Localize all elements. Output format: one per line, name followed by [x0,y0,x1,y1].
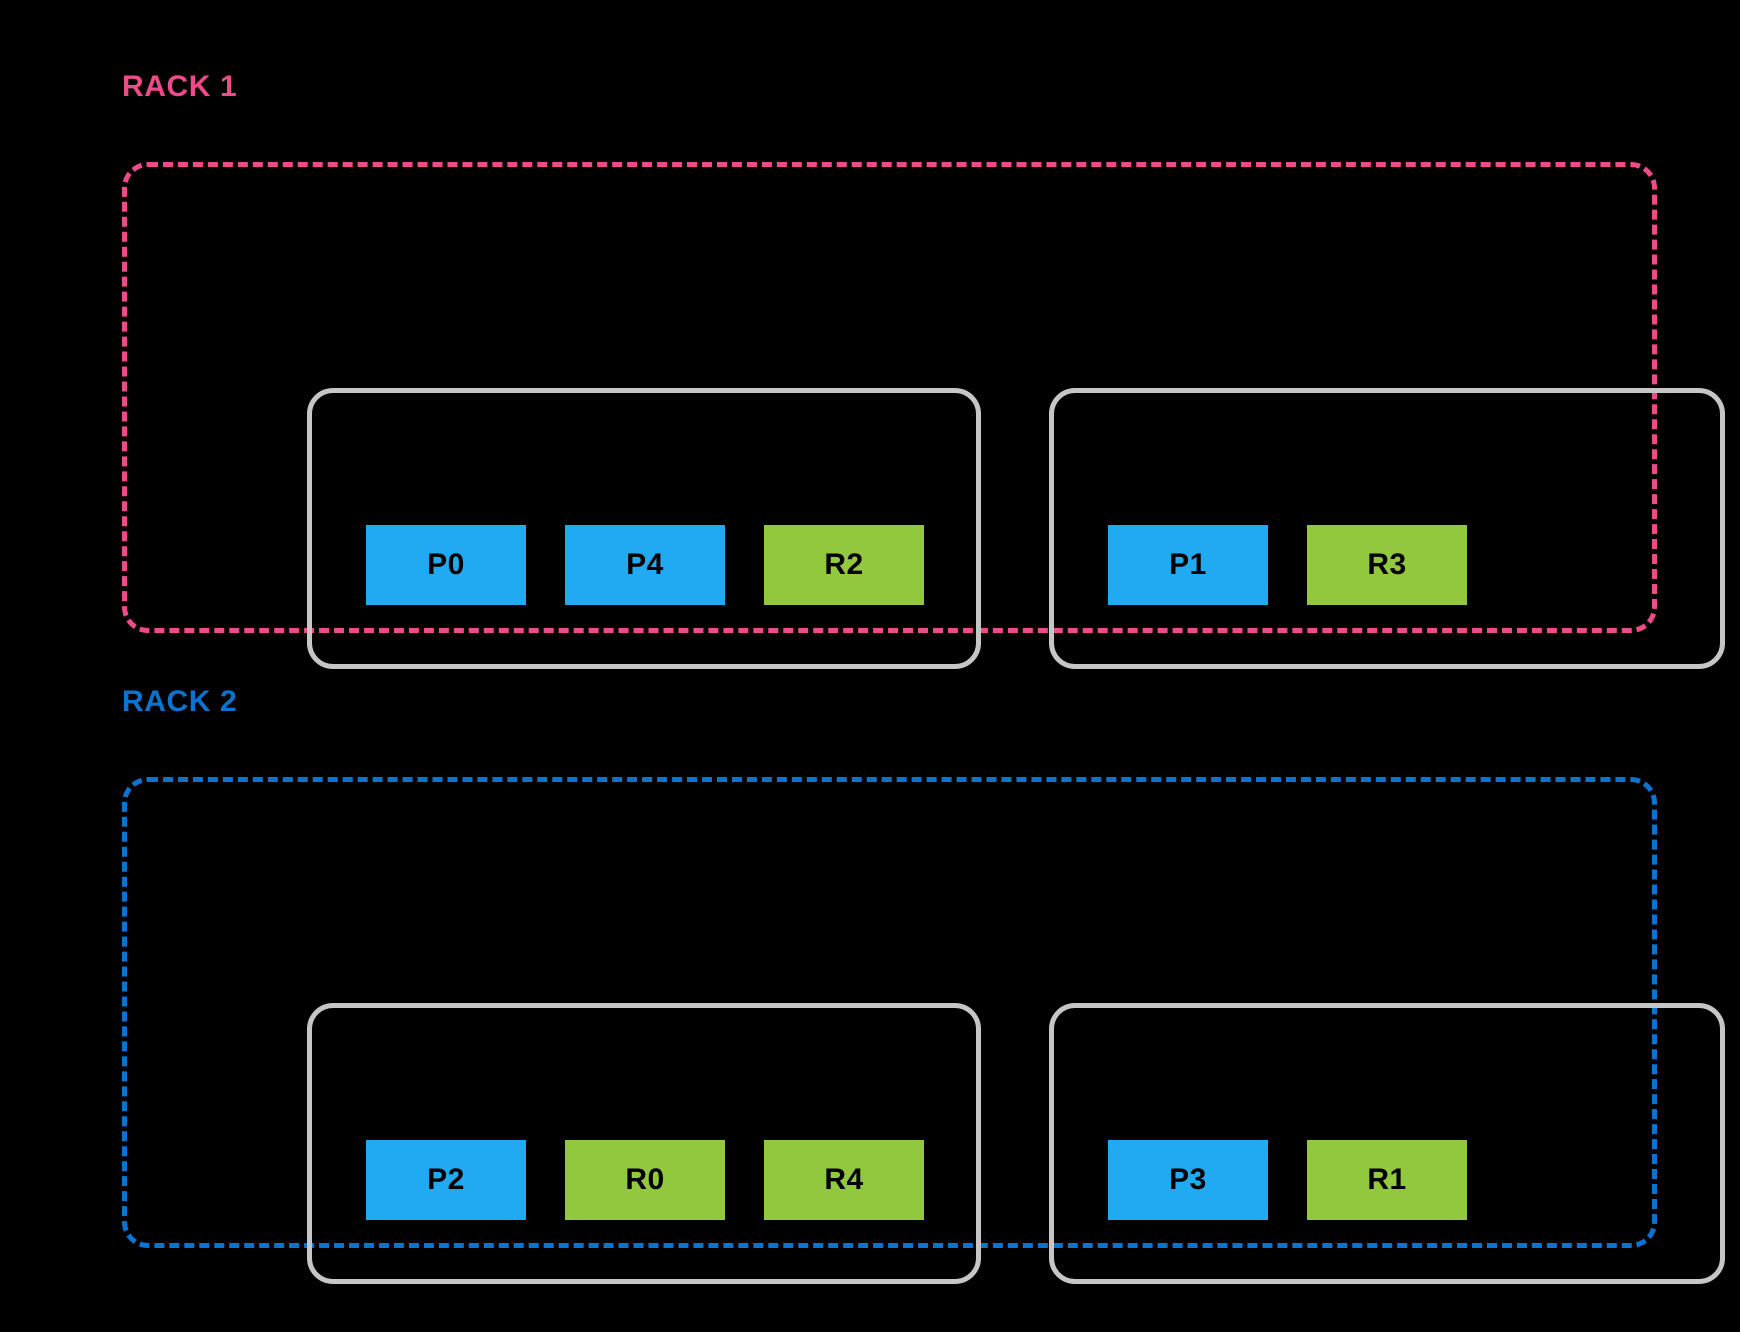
node-3-container: P2 R0 R4 [307,1003,981,1284]
node-4-container: P3 R1 [1049,1003,1725,1284]
chip-p2[interactable]: P2 [366,1140,526,1220]
chip-r4[interactable]: R4 [764,1140,924,1220]
rack-1-boundary: P0 P4 R2 P1 R3 [122,162,1725,669]
chip-r3[interactable]: R3 [1307,525,1467,605]
node-1-chip-row: P0 P4 R2 [312,525,976,605]
node-2-container: P1 R3 [1049,388,1725,669]
chip-p4[interactable]: P4 [565,525,725,605]
chip-p0[interactable]: P0 [366,525,526,605]
node-3-chip-row: P2 R0 R4 [312,1140,976,1220]
rack-1-label: RACK 1 [122,70,238,103]
chip-r0[interactable]: R0 [565,1140,725,1220]
node-1-container: P0 P4 R2 [307,388,981,669]
rack-2-boundary: P2 R0 R4 P3 R1 [122,777,1725,1284]
node-4-chip-row: P3 R1 [1054,1140,1720,1220]
rack-2-label: RACK 2 [122,685,238,718]
chip-p1[interactable]: P1 [1108,525,1268,605]
node-2-chip-row: P1 R3 [1054,525,1720,605]
chip-r2[interactable]: R2 [764,525,924,605]
chip-r1[interactable]: R1 [1307,1140,1467,1220]
chip-p3[interactable]: P3 [1108,1140,1268,1220]
